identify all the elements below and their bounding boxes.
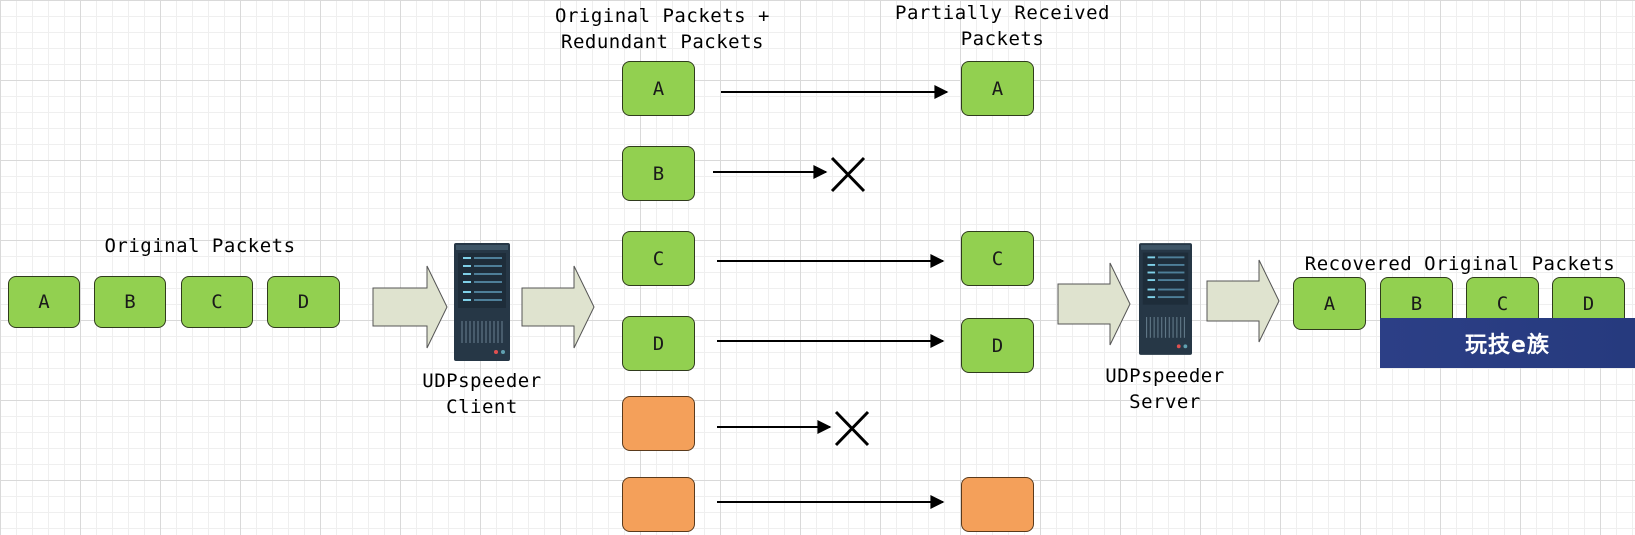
client-server-icon [454,243,510,361]
received-packet-d: D [961,318,1034,373]
sent-packet-c: C [622,231,695,286]
received-packet-c: C [961,231,1034,286]
lost-mark-icon-redundant [834,410,870,447]
watermark-text: 玩技e族 [1465,333,1550,358]
sent-packet-b: B [622,146,695,201]
block-arrow-from-server [1206,259,1280,343]
received-redundant-packet [961,477,1034,532]
original-packet-a: A [8,276,80,328]
server-icon [1139,243,1192,355]
original-packet-d: D [267,276,340,328]
block-arrow-to-server [1057,262,1131,346]
redundant-packet-2 [622,477,695,532]
received-packet-a: A [961,61,1034,116]
client-label-line2: Client [446,396,518,418]
lost-mark-icon-b [830,156,866,193]
received-packets-label-line1: Partially Received [895,2,1110,24]
sent-packet-d: D [622,316,695,371]
original-packet-b: B [94,276,166,328]
block-arrow-to-client [372,265,448,349]
received-packets-label-line2: Packets [960,28,1045,50]
recovered-packet-a: A [1293,277,1366,330]
redundant-packet-1 [622,396,695,451]
sent-packet-a: A [622,61,695,116]
sent-packets-label-line1: Original Packets + [555,5,770,27]
original-packet-c: C [181,276,253,328]
watermark-logo: 玩技e族 [1380,318,1635,368]
original-packets-label: Original Packets [104,235,296,257]
block-arrow-from-client [521,265,595,349]
server-label-line2: Server [1129,391,1201,413]
server-label-line1: UDPspeeder [1105,365,1225,387]
recovered-packets-label: Recovered Original Packets [1304,253,1616,275]
client-label-line1: UDPspeeder [422,370,542,392]
sent-packets-label-line2: Redundant Packets [561,31,764,53]
